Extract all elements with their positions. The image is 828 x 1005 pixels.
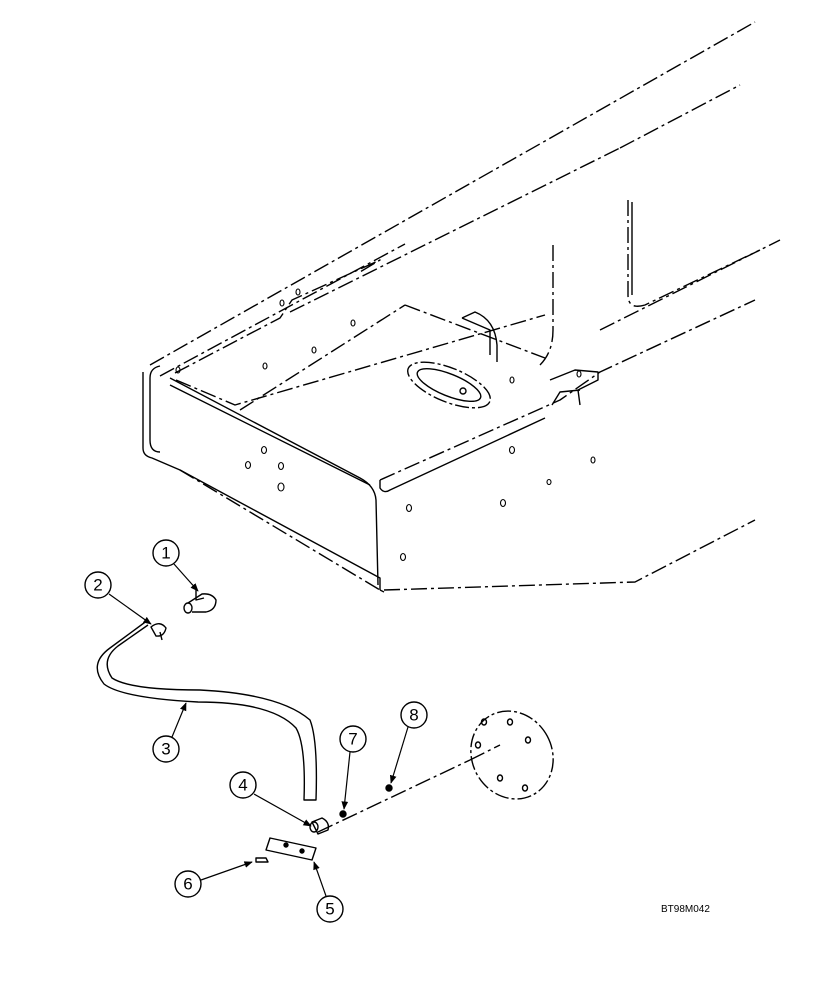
frame-top-edge-outer xyxy=(149,21,756,366)
callout-7: 7 xyxy=(339,725,367,810)
frame-left-flange xyxy=(149,365,161,453)
callout-number: 4 xyxy=(238,776,247,795)
frame-right-top xyxy=(599,239,781,331)
callout-number: 3 xyxy=(161,740,170,759)
frame-rear-floor xyxy=(404,304,546,359)
callout-2: 2 xyxy=(84,571,152,625)
callout-number: 8 xyxy=(409,706,418,725)
frame-front-top xyxy=(175,314,546,406)
bracket-left xyxy=(461,311,498,362)
bracket-right xyxy=(549,369,599,406)
frame-holes xyxy=(175,288,596,562)
access-plate-center xyxy=(459,387,467,395)
tank-wall-left xyxy=(539,245,554,366)
part-nut-8 xyxy=(385,784,393,792)
figure-code: BT98M042 xyxy=(661,904,710,915)
frame-rear-floor-2 xyxy=(239,304,406,411)
frame-assembly xyxy=(142,21,781,593)
part-tank-fitting xyxy=(309,817,330,835)
frame-upper-ledge xyxy=(289,84,741,313)
callout-3: 3 xyxy=(152,702,187,763)
callout-number: 5 xyxy=(325,900,334,919)
part-cover-plate xyxy=(470,710,554,800)
frame-top-edge-inner xyxy=(159,243,406,377)
tank-wall-right xyxy=(627,200,761,307)
callouts: 1 2 3 4 5 6 7 xyxy=(84,539,428,923)
callout-1: 1 xyxy=(152,539,199,592)
frame-top-rail xyxy=(174,259,381,374)
fuel-parts xyxy=(96,590,554,863)
part-screw xyxy=(255,857,269,863)
frame-lower-face-2 xyxy=(379,417,546,493)
callout-number: 7 xyxy=(348,730,357,749)
frame-base-inner xyxy=(379,589,385,593)
frame-base xyxy=(383,519,756,591)
callout-4: 4 xyxy=(229,771,312,827)
part-nut-7 xyxy=(339,810,347,818)
callout-5: 5 xyxy=(313,861,344,923)
frame-bottom-edge xyxy=(179,469,381,591)
access-plate-outer xyxy=(407,361,491,409)
frame-lower-face xyxy=(379,299,756,481)
callout-8: 8 xyxy=(389,701,428,784)
frame-left-panel xyxy=(142,372,381,590)
part-mounting-plate xyxy=(265,837,317,861)
callout-number: 2 xyxy=(93,576,102,595)
frame-left-return xyxy=(169,377,379,586)
callout-number: 6 xyxy=(183,875,192,894)
part-fuel-hose xyxy=(96,619,318,801)
frame-front-edge xyxy=(169,384,371,486)
callout-6: 6 xyxy=(174,861,253,898)
part-elbow-fitting xyxy=(183,590,217,614)
callout-number: 1 xyxy=(161,544,170,563)
access-plate-inner xyxy=(416,367,482,403)
part-hose-clamp xyxy=(150,623,167,641)
